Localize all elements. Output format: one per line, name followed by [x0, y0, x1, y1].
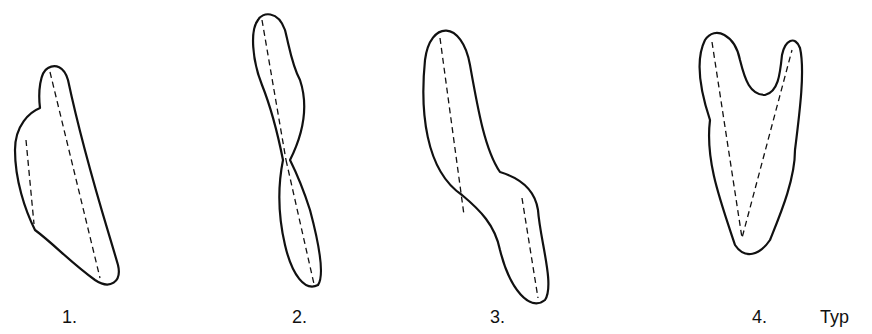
axis-line — [262, 20, 286, 160]
axis-line — [440, 38, 464, 215]
figure-number: 3. — [490, 308, 505, 326]
figure-number: 1. — [62, 308, 77, 326]
figure-number: 2. — [292, 308, 307, 326]
axis-line — [50, 72, 100, 278]
axis-line — [26, 140, 34, 224]
axis-line — [712, 42, 792, 238]
shape-outline — [423, 31, 548, 304]
axis-line — [286, 160, 314, 284]
figure-number: 4. — [752, 308, 767, 326]
shape-outline — [253, 14, 321, 286]
axis-line — [522, 198, 538, 298]
type-label: Typ — [820, 308, 849, 326]
shape-outline — [15, 66, 119, 284]
shape-outline — [700, 33, 803, 254]
